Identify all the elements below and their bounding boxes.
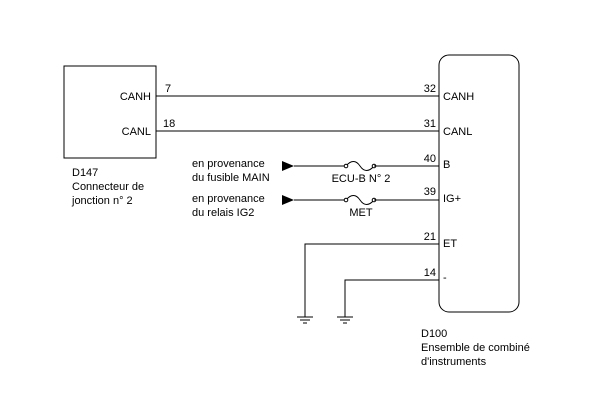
meter-pin-label-canl: CANL (443, 126, 472, 138)
fuse-label-ecu-b: ECU-B N° 2 (332, 173, 391, 185)
arrow-right-icon (282, 161, 294, 171)
b-meter-pin-number: 40 (424, 153, 436, 165)
source-main-line1: en provenance (192, 158, 265, 170)
fuse-terminal-left (343, 197, 349, 203)
ig-meter-pin-number: 39 (424, 186, 436, 198)
combination-meter-box (438, 54, 520, 313)
fuse-label-met: MET (349, 207, 373, 219)
source-main-line2: du fusible MAIN (192, 172, 270, 184)
meter-pin-label-ig: IG+ (443, 193, 461, 205)
ground-icon (297, 316, 313, 324)
fuse-icon (345, 195, 375, 205)
minus-meter-pin-number: 14 (424, 267, 436, 279)
fuse-icon (345, 161, 375, 171)
canh-connector-pin-number: 7 (165, 83, 171, 95)
connector-name-line2: jonction n° 2 (71, 195, 133, 207)
canl-meter-pin-number: 31 (424, 118, 436, 130)
fuse-terminal-left (343, 163, 349, 169)
connector-id: D147 (72, 167, 98, 179)
canl-connector-pin-number: 18 (163, 118, 175, 130)
meter-pin-label-b: B (443, 159, 450, 171)
meter-pin-label-minus: - (443, 272, 447, 284)
canh-meter-pin-number: 32 (424, 83, 436, 95)
meter-pin-label-canh: CANH (443, 91, 474, 103)
meter-name-line2: d'instruments (421, 356, 487, 368)
meter-id: D100 (421, 328, 447, 340)
ground-icon (337, 316, 353, 324)
connector-pin-label-canh: CANH (120, 91, 151, 103)
et-ground-wire (304, 243, 439, 317)
et-meter-pin-number: 21 (424, 231, 436, 243)
meter-name-line1: Ensemble de combiné (421, 342, 530, 354)
source-ig2-line2: du relais IG2 (192, 207, 254, 219)
connector-name-line1: Connecteur de (72, 181, 144, 193)
connector-pin-label-canl: CANL (122, 126, 151, 138)
junction-connector-box (63, 65, 157, 159)
arrow-right-icon (282, 195, 294, 205)
minus-ground-wire (344, 279, 439, 317)
meter-pin-label-et: ET (443, 238, 457, 250)
source-ig2-line1: en provenance (192, 193, 265, 205)
